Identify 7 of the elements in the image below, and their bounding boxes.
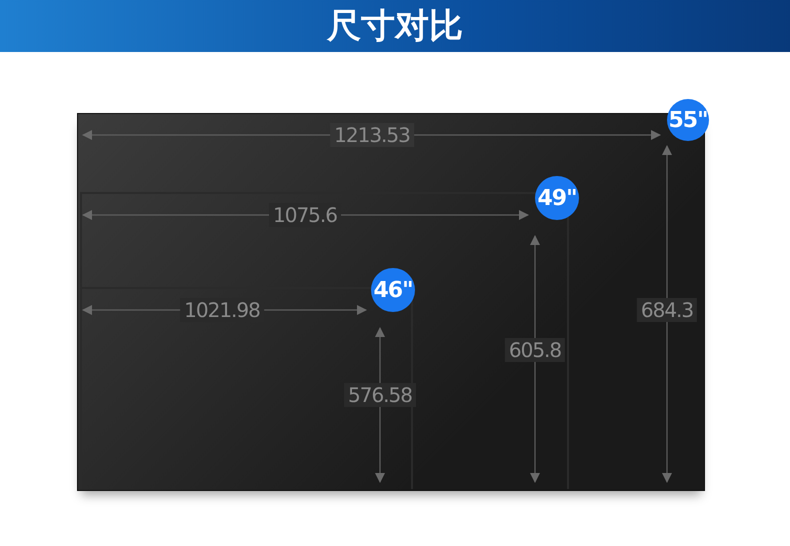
dimension-label: 605.8 <box>504 338 566 362</box>
title: 尺寸对比 <box>327 5 463 48</box>
dimension-label: 576.58 <box>344 383 416 407</box>
dimension-label: 1075.6 <box>269 203 341 227</box>
dimension-label: 1213.53 <box>330 123 414 147</box>
size-badge: 55" <box>667 99 709 141</box>
dimension-label: 684.3 <box>636 298 698 322</box>
